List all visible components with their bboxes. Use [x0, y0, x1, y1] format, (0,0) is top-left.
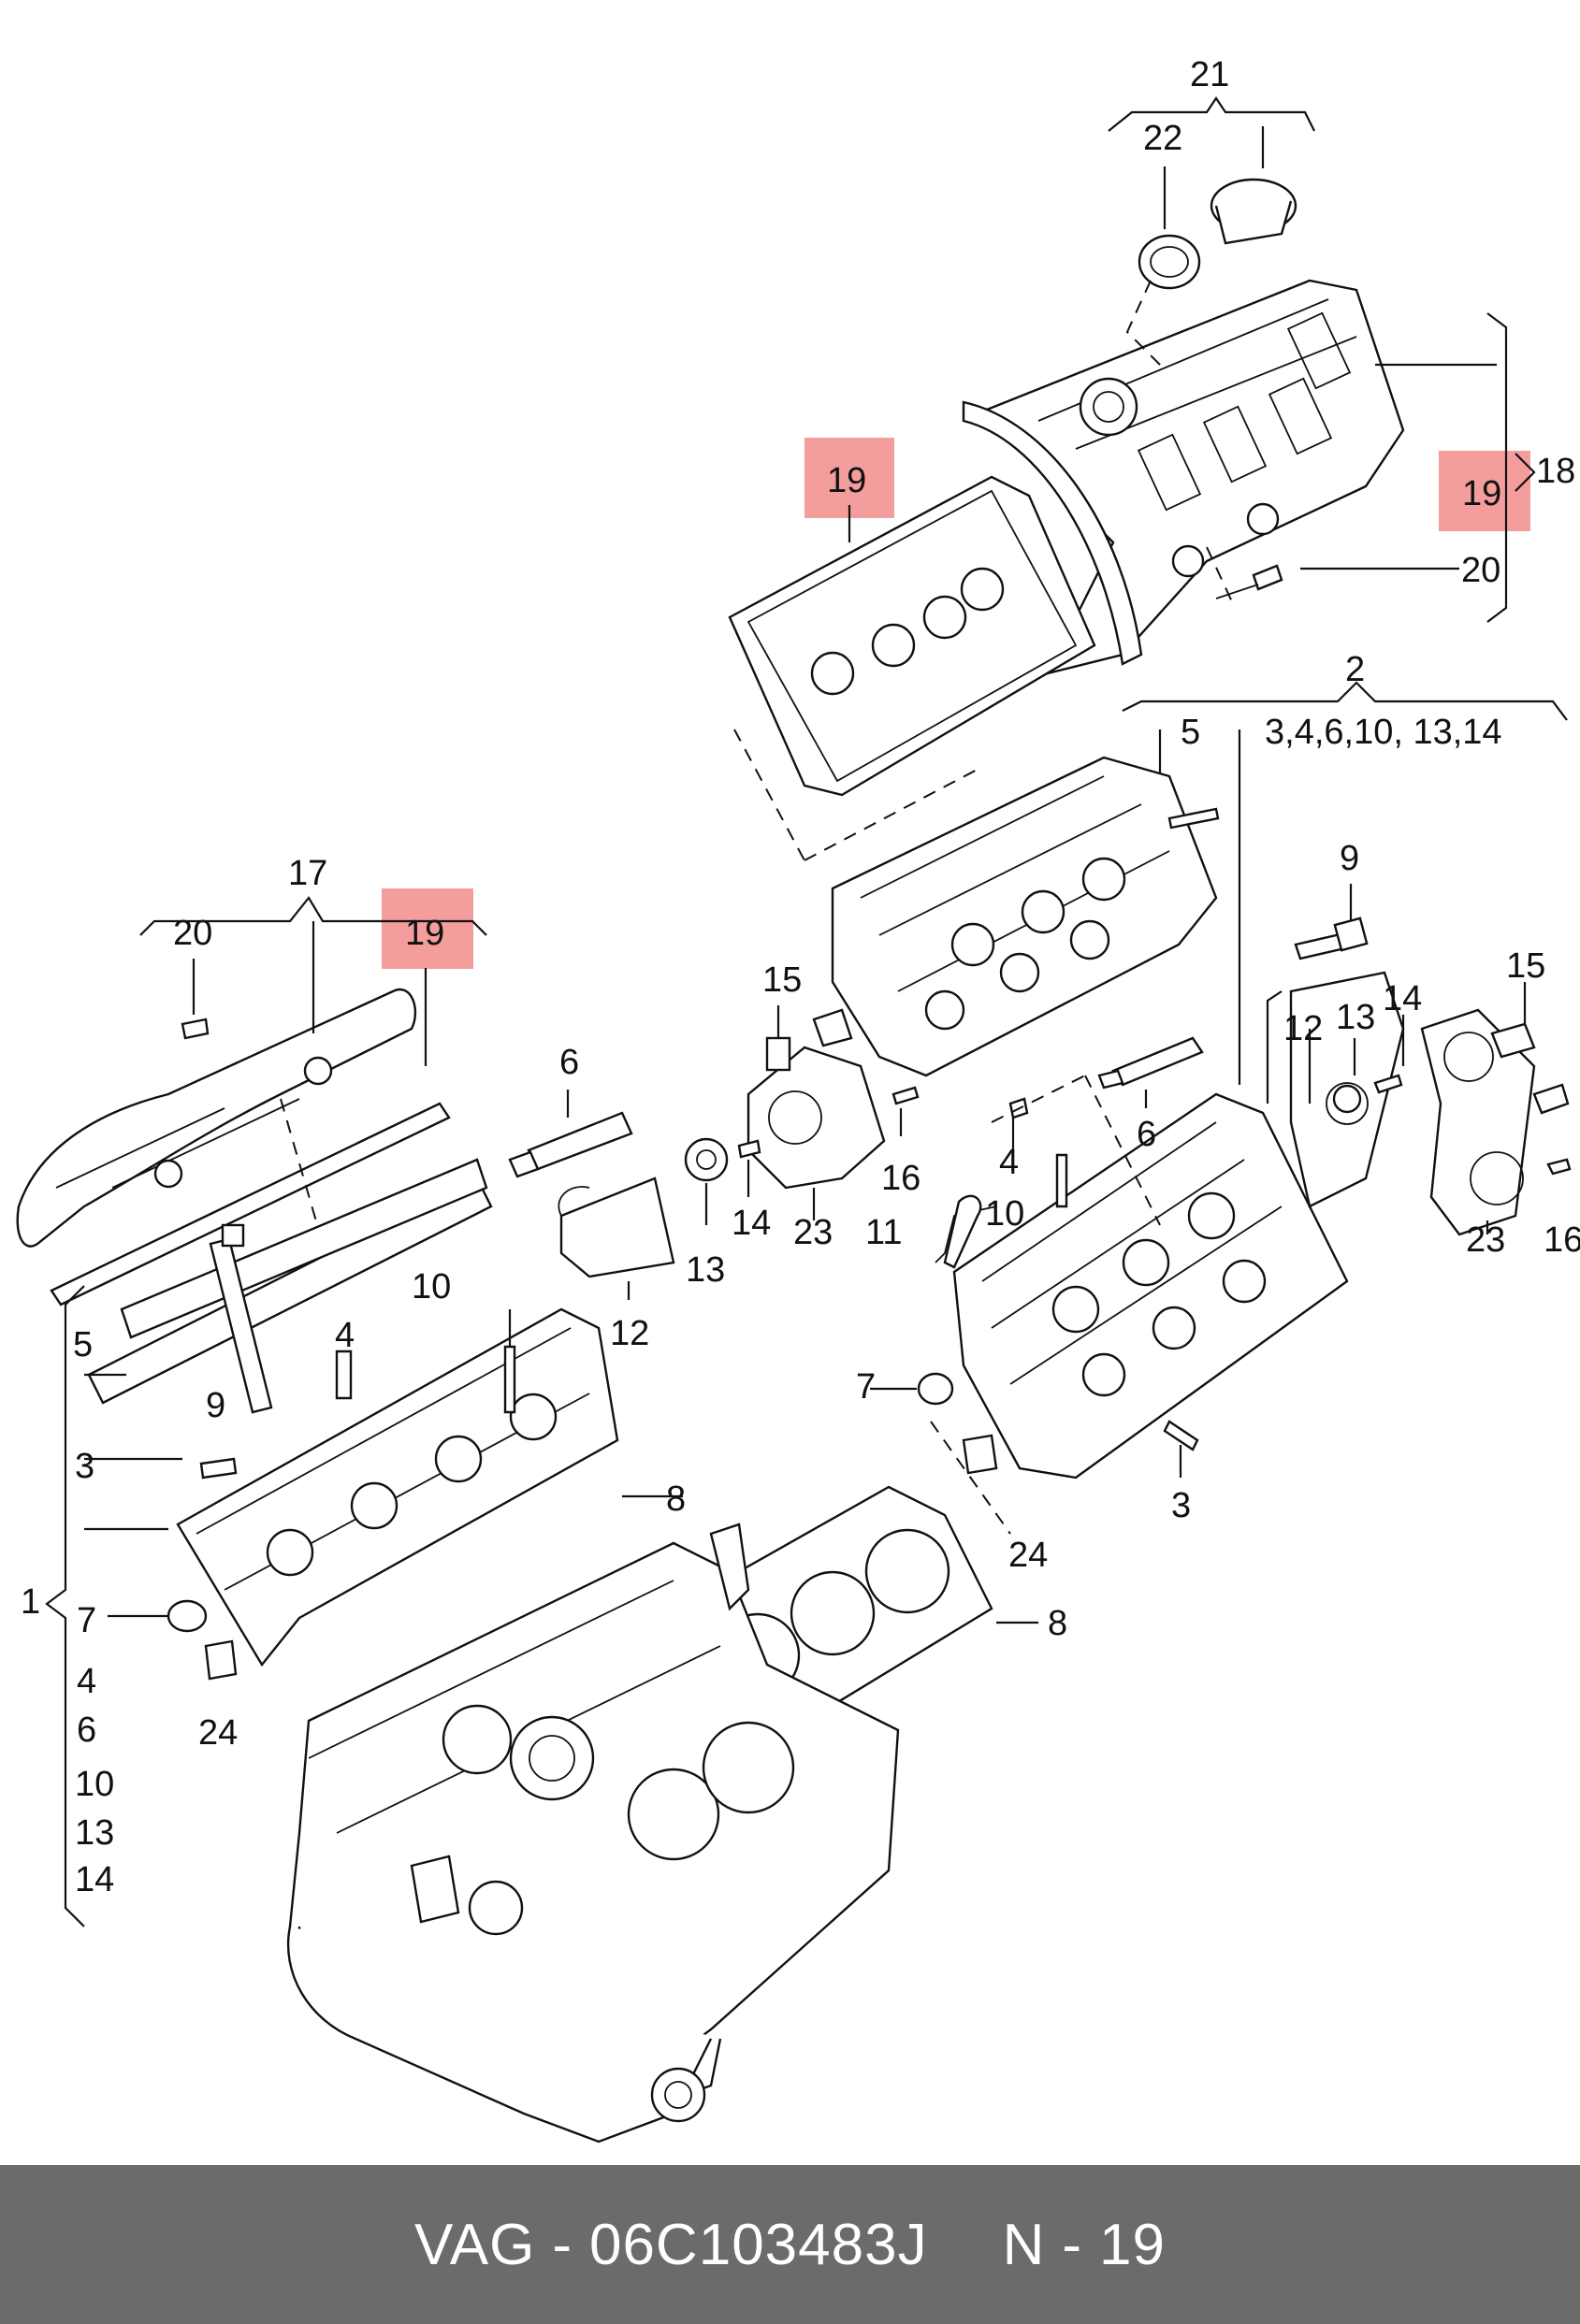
label-20-left: 20 [173, 914, 212, 953]
label-2-sub: 3,4,6,10, 13,14 [1265, 713, 1502, 752]
label-19-left: 19 [405, 914, 444, 953]
label-1-sub-10: 10 [75, 1765, 114, 1804]
label-24-left: 24 [198, 1713, 238, 1753]
cylinder-head-upper [831, 756, 1218, 1077]
label-13-center: 13 [686, 1250, 725, 1290]
highlight-19-right [1439, 451, 1530, 531]
cylinder-head-lower [952, 1092, 1349, 1480]
label-1-sub-6: 6 [77, 1711, 96, 1750]
label-24-right: 24 [1008, 1536, 1048, 1575]
label-3-right: 3 [1171, 1486, 1191, 1525]
label-5-right: 5 [1181, 713, 1200, 752]
label-16-center: 16 [881, 1159, 920, 1198]
label-1-sub-4: 4 [77, 1662, 96, 1701]
label-23-right: 23 [1466, 1220, 1505, 1260]
label-2: 2 [1345, 650, 1365, 689]
label-13-right: 13 [1336, 998, 1375, 1037]
label-9-left: 9 [206, 1386, 225, 1425]
label-6-right: 6 [1137, 1115, 1156, 1154]
label-7-right: 7 [856, 1367, 876, 1407]
ref-prefix-text: N [1002, 2212, 1046, 2277]
footer-sep: - [552, 2212, 573, 2277]
label-22: 22 [1143, 119, 1182, 158]
valve-cover-gasket-top [728, 475, 1096, 797]
label-5-left: 5 [73, 1325, 93, 1364]
label-9-right: 9 [1340, 839, 1359, 878]
label-15-right: 15 [1506, 946, 1545, 986]
label-17: 17 [288, 854, 327, 893]
label-23-center: 23 [793, 1213, 833, 1252]
label-14-right: 14 [1383, 979, 1422, 1018]
label-10-right: 10 [985, 1194, 1024, 1234]
label-8-right: 8 [1048, 1604, 1067, 1643]
highlight-19-top [804, 438, 894, 518]
label-12-center: 12 [610, 1314, 649, 1353]
footer-ref-sep: - [1062, 2212, 1083, 2277]
ref-number-text: 19 [1099, 2212, 1167, 2277]
label-20-right: 20 [1461, 551, 1500, 590]
valve-cover-left [16, 988, 417, 1248]
oil-filler-cap [1138, 178, 1297, 290]
brand-text: VAG [413, 2212, 536, 2277]
label-11: 11 [865, 1213, 902, 1252]
part-number-text: 06C103483J [588, 2212, 928, 2277]
part-number-footer: VAG - 06C103483J N - 19 [0, 2165, 1580, 2324]
label-19-right: 19 [1462, 474, 1501, 513]
engine-block [286, 1523, 900, 2144]
label-14-center: 14 [732, 1204, 771, 1243]
label-16-right: 16 [1544, 1220, 1580, 1260]
label-15-center: 15 [762, 960, 802, 1000]
label-6-center: 6 [559, 1043, 579, 1082]
label-1-sub-13: 13 [75, 1813, 114, 1853]
label-12-right: 12 [1283, 1009, 1323, 1048]
label-1-sub-14: 14 [75, 1860, 114, 1899]
label-18: 18 [1536, 452, 1575, 491]
label-7-left: 7 [77, 1601, 96, 1640]
exploded-parts-diagram: 21 22 18 19 19 20 2 3,4,6,10, 13,14 5 9 … [16, 55, 1580, 2144]
label-1: 1 [21, 1582, 40, 1622]
label-3-left: 3 [75, 1447, 94, 1486]
label-10-left: 10 [412, 1267, 451, 1306]
label-4-left: 4 [335, 1316, 355, 1355]
highlight-19-left [382, 888, 473, 969]
label-4-right: 4 [999, 1143, 1019, 1182]
label-8-left: 8 [666, 1480, 686, 1519]
label-21: 21 [1190, 55, 1229, 94]
valve-cover-right [962, 279, 1405, 675]
label-19-top: 19 [827, 461, 866, 500]
